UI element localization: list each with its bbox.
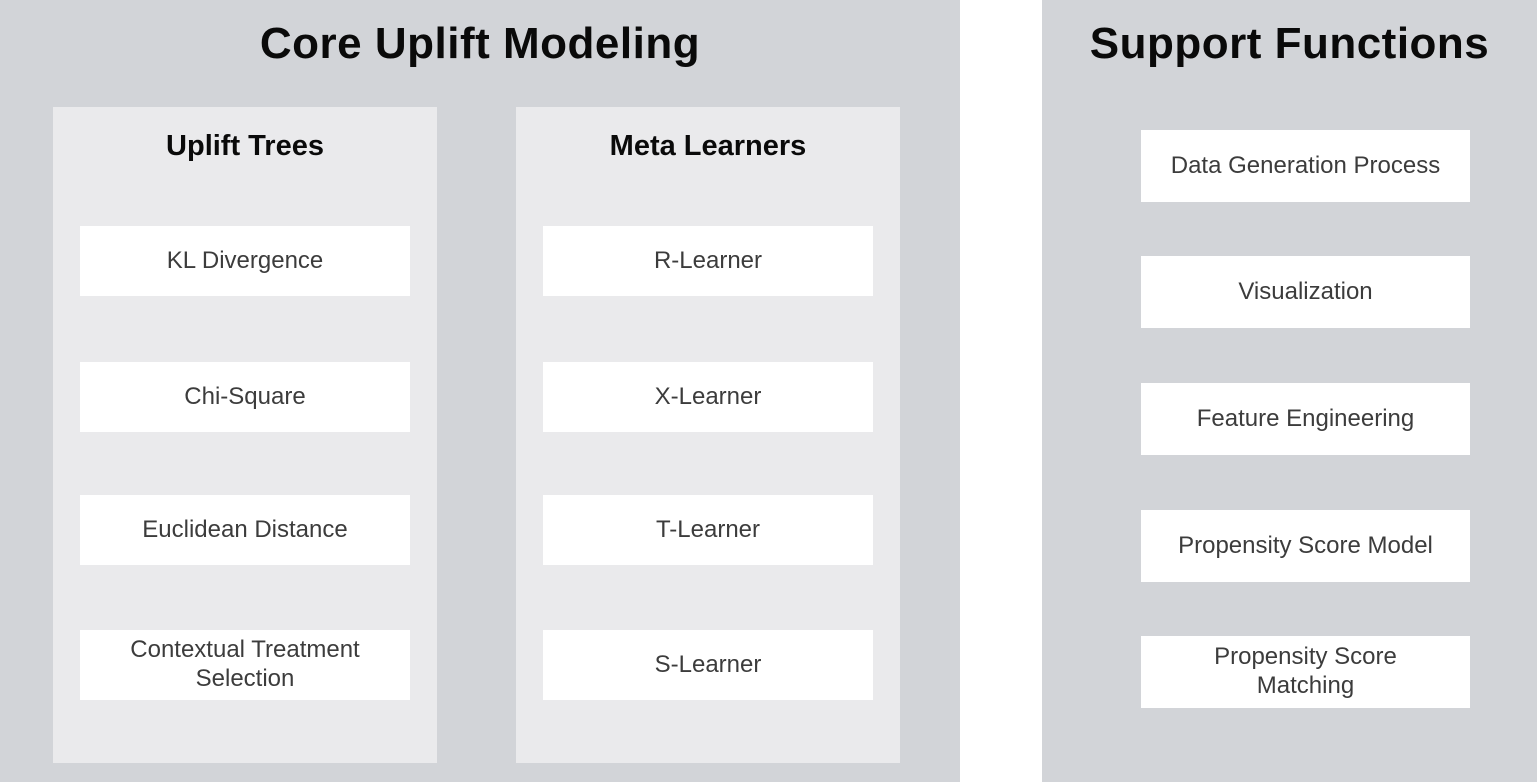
support-box-feature-engineering: Feature Engineering xyxy=(1141,383,1470,455)
support-box-data-generation-process: Data Generation Process xyxy=(1141,130,1470,202)
core-uplift-modeling-panel: Core Uplift Modeling Uplift Trees KL Div… xyxy=(0,0,960,782)
meta-learners-column-title: Meta Learners xyxy=(609,130,807,162)
method-box-euclidean-distance: Euclidean Distance xyxy=(80,495,410,565)
method-box-chi-square: Chi-Square xyxy=(80,362,410,432)
support-box-propensity-score-matching: Propensity Score Matching xyxy=(1141,636,1470,708)
support-box-propensity-score-model: Propensity Score Model xyxy=(1141,510,1470,582)
meta-learners-column: Meta Learners R-Learner X-Learner T-Lear… xyxy=(516,107,900,763)
uplift-trees-column: Uplift Trees KL Divergence Chi-Square Eu… xyxy=(53,107,437,763)
support-box-visualization: Visualization xyxy=(1141,256,1470,328)
method-box-s-learner: S-Learner xyxy=(543,630,873,700)
method-box-x-learner: X-Learner xyxy=(543,362,873,432)
method-box-contextual-treatment-selection: Contextual Treatment Selection xyxy=(80,630,410,700)
support-functions-panel: Support Functions Data Generation Proces… xyxy=(1042,0,1537,782)
uplift-trees-column-title: Uplift Trees xyxy=(166,130,324,162)
method-box-kl-divergence: KL Divergence xyxy=(80,226,410,296)
method-box-r-learner: R-Learner xyxy=(543,226,873,296)
support-panel-title: Support Functions xyxy=(1089,19,1490,68)
method-box-t-learner: T-Learner xyxy=(543,495,873,565)
core-panel-title: Core Uplift Modeling xyxy=(259,19,701,68)
